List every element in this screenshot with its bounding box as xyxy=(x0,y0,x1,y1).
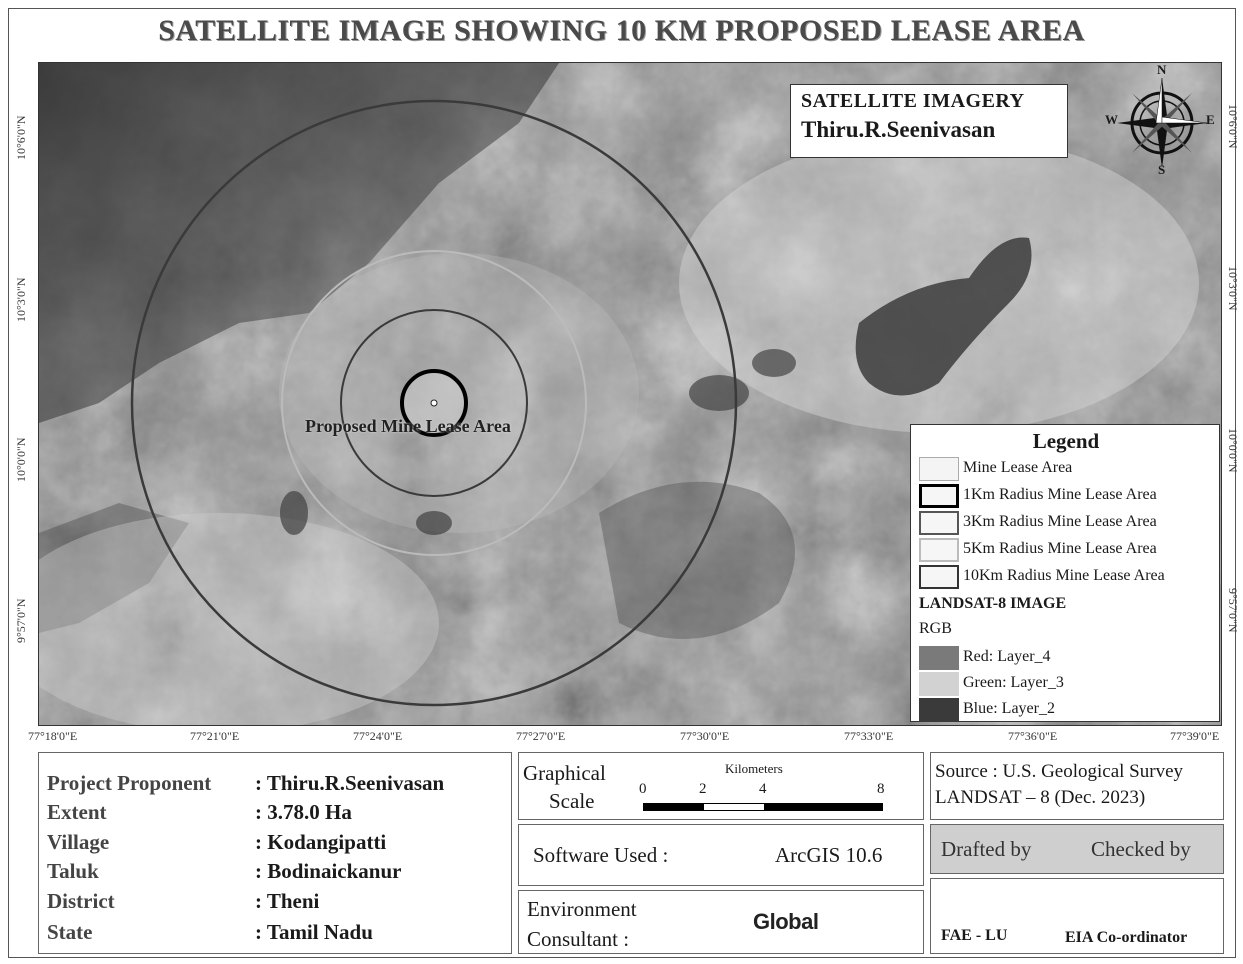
buffer-5km-circle xyxy=(281,250,587,556)
lat-tick-left: 10°0'0"N xyxy=(14,437,28,482)
lat-tick-right: 10°0'0"N xyxy=(1226,428,1240,473)
legend-swatch-red-band xyxy=(919,646,959,670)
lon-tick: 77°33'0"E xyxy=(844,729,894,743)
legend-swatch-3km xyxy=(919,511,959,535)
compass-rose-icon xyxy=(1117,77,1208,168)
lat-tick-left: 10°3'0"N xyxy=(14,277,28,322)
software-value: ArcGIS 10.6 xyxy=(775,843,883,867)
imagery-heading: SATELLITE IMAGERY xyxy=(801,90,1025,112)
compass-w: W xyxy=(1105,112,1118,127)
scale-label-1: Graphical xyxy=(523,761,606,785)
lon-tick: 77°39'0"E xyxy=(1170,729,1220,743)
project-details-panel: Project Proponent : Thiru.R.Seenivasan E… xyxy=(38,752,512,954)
lat-tick-right: 10°6'0"N xyxy=(1226,104,1240,149)
lat-tick-right: 9°57'0"N xyxy=(1226,588,1240,633)
checked-by-label: Checked by xyxy=(1091,837,1191,861)
graphical-scale-panel: Graphical Scale Kilometers 0 2 4 8 xyxy=(518,752,924,820)
compass-e: E xyxy=(1206,112,1215,127)
lon-tick: 77°27'0"E xyxy=(516,729,566,743)
map-legend: Legend Mine Lease Area 1Km Radius Mine L… xyxy=(910,424,1220,722)
global-logo: Global xyxy=(753,909,819,934)
lon-tick: 77°21'0"E xyxy=(190,729,240,743)
lon-tick: 77°24'0"E xyxy=(353,729,403,743)
consultant-label-1: Environment xyxy=(527,897,637,921)
lon-tick: 77°18'0"E xyxy=(28,729,78,743)
imagery-owner: Thiru.R.Seenivasan xyxy=(801,117,996,142)
software-panel: Software Used : ArcGIS 10.6 xyxy=(518,824,924,886)
legend-rgb-label: RGB xyxy=(919,620,952,637)
source-line-1: Source : U.S. Geological Survey xyxy=(935,761,1184,782)
lat-tick-left: 9°57'0"N xyxy=(14,598,28,643)
source-line-2: LANDSAT – 8 (Dec. 2023) xyxy=(935,787,1146,808)
checker-name: EIA Co-ordinator xyxy=(1065,929,1188,946)
consultant-label-2: Consultant : xyxy=(527,927,630,951)
buffer-10km-circle xyxy=(130,99,738,707)
map-label-proposed-area: Proposed Mine Lease Area xyxy=(305,416,511,436)
legend-swatch-1km xyxy=(919,484,959,508)
lat-tick-left: 10°6'0"N xyxy=(14,115,28,160)
compass-n: N xyxy=(1157,62,1167,77)
buffer-3km-circle xyxy=(340,309,528,497)
map-title: SATELLITE IMAGE SHOWING 10 KM PROPOSED L… xyxy=(158,14,1085,47)
drafter-name: FAE - LU xyxy=(941,927,1008,944)
scale-tick: 2 xyxy=(699,781,707,797)
legend-swatch-5km xyxy=(919,538,959,562)
software-label: Software Used : xyxy=(533,843,669,867)
legend-swatch-green-band xyxy=(919,672,959,696)
legend-title: Legend xyxy=(1032,429,1100,453)
lon-tick: 77°36'0"E xyxy=(1008,729,1058,743)
legend-swatch-mine-area xyxy=(919,457,959,481)
scale-bar xyxy=(643,803,883,811)
drafted-names: FAE - LU EIA Co-ordinator xyxy=(930,878,1224,954)
scale-units: Kilometers xyxy=(725,761,783,776)
legend-image-title: LANDSAT-8 IMAGE xyxy=(919,595,1067,612)
scale-label-2: Scale xyxy=(549,789,595,813)
north-arrow-compass: N S E W xyxy=(1100,62,1222,178)
legend-swatch-10km xyxy=(919,565,959,589)
scale-tick: 0 xyxy=(639,781,647,797)
lat-tick-right: 10°3'0"N xyxy=(1226,266,1240,311)
lon-tick: 77°30'0"E xyxy=(680,729,730,743)
map-sheet-frame xyxy=(8,8,1236,958)
consultant-panel: Environment Consultant : Global xyxy=(518,890,924,954)
drafted-header: Drafted by Checked by xyxy=(930,824,1224,874)
mine-lease-area-marker xyxy=(430,399,438,407)
legend-swatch-blue-band xyxy=(919,698,959,722)
drafted-by-label: Drafted by xyxy=(941,837,1032,861)
compass-s: S xyxy=(1158,162,1166,177)
scale-tick: 8 xyxy=(877,781,885,797)
scale-tick: 4 xyxy=(759,781,767,797)
source-panel: Source : U.S. Geological Survey LANDSAT … xyxy=(930,752,1224,820)
imagery-title-box: SATELLITE IMAGERY Thiru.R.Seenivasan xyxy=(790,84,1068,158)
